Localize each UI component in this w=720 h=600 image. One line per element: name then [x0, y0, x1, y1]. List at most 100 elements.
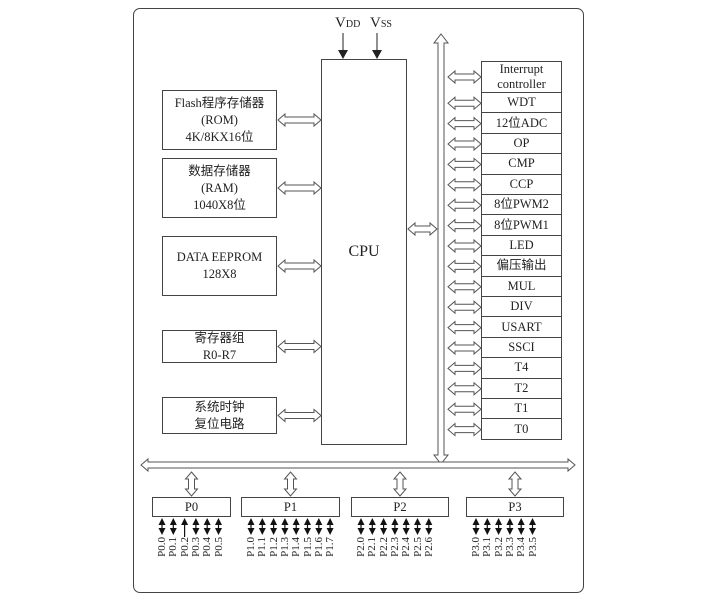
- memory-block-line: 复位电路: [194, 416, 245, 431]
- pin-arrow-up: [391, 518, 399, 525]
- port-bus-arrow: [392, 471, 408, 497]
- pin-arrow-down: [402, 528, 410, 535]
- pin-arrow-down: [258, 528, 266, 535]
- port-label: P1: [283, 499, 298, 514]
- peripheral-label: T1: [514, 401, 529, 416]
- io-horizontal-bus: [140, 457, 576, 473]
- peripheral-label: controller: [497, 77, 546, 91]
- pin-arrow-up: [292, 518, 300, 525]
- pin-arrow-up: [181, 518, 189, 525]
- memory-block-line: 系统时钟: [194, 399, 245, 414]
- memory-block-line: DATA EEPROM: [176, 250, 263, 264]
- peripheral-bus-arrow: [447, 177, 482, 192]
- pin-arrow-up: [247, 518, 255, 525]
- pin-arrow-up: [368, 518, 376, 525]
- pin-arrow-up: [215, 518, 222, 525]
- peripheral-label: T2: [514, 380, 529, 395]
- peripheral-block: 12位ADC: [481, 113, 562, 134]
- pin-arrow-up: [258, 518, 266, 525]
- pin-arrow-down: [326, 528, 334, 535]
- cpu-block: CPU: [321, 59, 407, 445]
- peripheral-bus-arrow: [447, 320, 482, 335]
- peripheral-label: OP: [513, 135, 530, 150]
- peripheral-block: 8位PWM2: [481, 195, 562, 216]
- pin-arrow-up: [402, 518, 410, 525]
- peripheral-label: 8位PWM2: [494, 197, 549, 212]
- port-p1: P1: [241, 497, 340, 517]
- port-p2: P2: [351, 497, 449, 517]
- peripheral-label: DIV: [510, 299, 533, 314]
- peripheral-bus-arrow: [447, 116, 482, 131]
- pin-arrow-down: [380, 528, 388, 535]
- pin-arrow-down: [529, 528, 536, 535]
- memory-block-line: 寄存器组: [194, 330, 245, 345]
- pin-arrow-down: [425, 528, 433, 535]
- pin-arrow-down: [472, 528, 480, 535]
- pin-arrow-down: [506, 528, 514, 535]
- peripheral-bus-arrow: [447, 218, 482, 233]
- pin-arrow-up: [495, 518, 503, 525]
- peripheral-label: LED: [509, 237, 534, 252]
- peripheral-label: 12位ADC: [495, 115, 548, 130]
- port-label: P3: [508, 499, 522, 514]
- pin-arrow-up: [169, 518, 177, 525]
- peripheral-block: USART: [481, 317, 562, 338]
- memory-cpu-bus-arrow: [277, 180, 322, 196]
- pin-arrow-down: [315, 528, 323, 535]
- pin-arrow-up: [203, 518, 211, 525]
- peripheral-block: DIV: [481, 297, 562, 318]
- peripheral-bus-arrow: [447, 96, 482, 111]
- pin-arrow-down: [247, 528, 255, 535]
- peripheral-block: CCP: [481, 174, 562, 195]
- peripheral-label: CMP: [508, 156, 535, 171]
- peripheral-block: LED: [481, 235, 562, 257]
- peripheral-label: T4: [514, 360, 529, 375]
- cpu-label: CPU: [348, 243, 380, 260]
- pin-arrow-up: [158, 518, 166, 525]
- memory-block-line: 4K/8KX16位: [185, 129, 254, 144]
- peripheral-bus-arrow: [447, 402, 482, 417]
- pin-arrow-down: [414, 528, 421, 535]
- peripheral-label: 8位PWM1: [494, 217, 549, 232]
- peripheral-block: T4: [481, 358, 562, 379]
- pin-arrow-up: [357, 518, 365, 525]
- peripheral-bus-arrow: [447, 157, 482, 172]
- port-label: P0: [184, 499, 199, 514]
- port-p0: P0: [152, 497, 231, 517]
- pin-arrow-up: [304, 518, 311, 525]
- memory-block-line: (RAM): [201, 180, 238, 195]
- peripheral-block: WDT: [481, 93, 562, 114]
- memory-cpu-bus-arrow: [277, 112, 322, 128]
- pin-arrow-down: [483, 528, 491, 535]
- peripheral-label: Interrupt: [499, 62, 544, 76]
- memory-block-line: 1040X8位: [193, 197, 246, 212]
- peripheral-label: T0: [514, 421, 529, 436]
- pin-arrow-down: [169, 528, 177, 535]
- pin-arrow-down: [203, 528, 211, 535]
- pin-arrow-up: [315, 518, 323, 525]
- pin-arrow-down: [215, 528, 222, 535]
- peripheral-bus-arrow: [447, 381, 482, 396]
- memory-block-line: Flash程序存储器: [174, 95, 265, 110]
- pin-arrow-up: [270, 518, 278, 525]
- pin-arrow-down: [281, 528, 289, 535]
- peripheral-bus-arrow: [447, 198, 482, 213]
- pin-arrow-up: [517, 518, 525, 525]
- pin-arrow-down: [368, 528, 376, 535]
- pin-arrow-up: [529, 518, 536, 525]
- peripheral-label: 偏压输出: [496, 258, 547, 273]
- pin-arrow-up: [414, 518, 421, 525]
- pin-arrow-down: [192, 528, 200, 535]
- vdd-label: VDD: [335, 15, 361, 31]
- internal-vertical-bus: [432, 33, 450, 465]
- pin-arrow-down: [158, 528, 166, 535]
- pin-arrow-up: [483, 518, 491, 525]
- memory-block-flash: Flash程序存储器(ROM)4K/8KX16位: [162, 90, 277, 150]
- peripheral-label: MUL: [507, 278, 536, 293]
- memory-cpu-bus-arrow: [277, 339, 322, 354]
- pin-arrow-down: [517, 528, 525, 535]
- memory-block-clock: 系统时钟复位电路: [162, 397, 277, 434]
- pin-arrow-down: [495, 528, 503, 535]
- pin-arrow-up: [326, 518, 334, 525]
